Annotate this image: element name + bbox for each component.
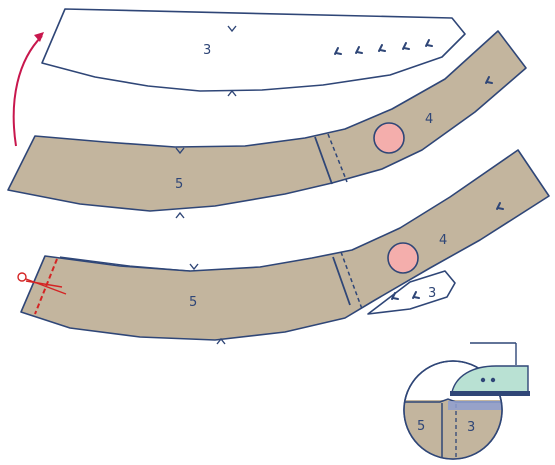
- piece-3-top: 3: [41, 8, 466, 97]
- iron-icon: [450, 342, 530, 396]
- notch-bottom: [227, 89, 237, 97]
- band-middle: 5 4: [7, 30, 527, 219]
- inset-label-right: 3: [467, 420, 475, 435]
- band-bottom: 5 4 3: [17, 149, 550, 345]
- button-marker: [373, 122, 405, 154]
- piece-label-bottom-tail: 3: [428, 286, 436, 301]
- inset-label-left: 5: [417, 419, 425, 434]
- notch-top: [227, 25, 237, 33]
- piece-label-top: 3: [203, 43, 211, 58]
- scissors-icon: [17, 272, 67, 295]
- piece-label-middle-left: 5: [175, 177, 183, 192]
- buttonhole-mark: [485, 76, 493, 84]
- buttonhole-marks: [334, 39, 433, 55]
- cut-line: [34, 258, 58, 315]
- piece-label-middle-right: 4: [425, 112, 433, 127]
- piece-3-tail: [367, 270, 456, 315]
- piece-label-bottom-left: 5: [189, 295, 197, 310]
- curved-arrow-icon: [12, 32, 44, 147]
- steam-shadow: [448, 401, 502, 410]
- piece-label-bottom-right: 4: [439, 233, 447, 248]
- button-marker: [387, 242, 419, 274]
- buttonhole-marks: [391, 202, 504, 300]
- pressing-inset: 5 3: [403, 342, 530, 460]
